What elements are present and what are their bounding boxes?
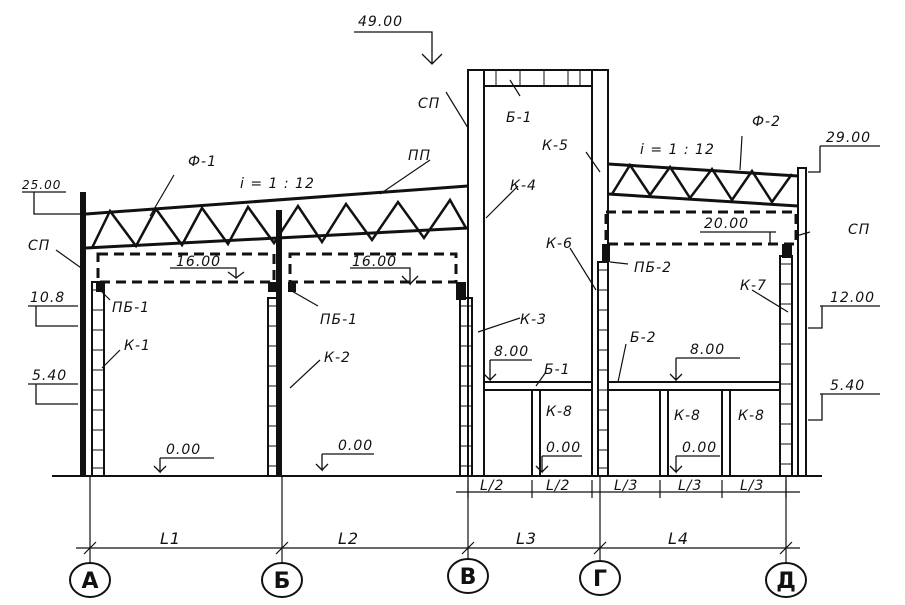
elev-beam-left-1: 16.00 bbox=[176, 254, 221, 270]
span-l3-half-a: L/2 bbox=[480, 478, 504, 494]
elev-roof-right: 29.00 bbox=[826, 130, 871, 146]
label-k7: К-7 bbox=[740, 278, 767, 294]
elev-beam-right: 20.00 bbox=[704, 216, 749, 232]
column-v bbox=[459, 69, 485, 477]
axis-label-d: Д bbox=[776, 569, 796, 594]
elev-12: 12.00 bbox=[830, 290, 875, 306]
elev-zero-4: 0.00 bbox=[682, 440, 717, 456]
crane-supports bbox=[96, 244, 792, 300]
elev-5-40-left: 5.40 bbox=[32, 368, 67, 384]
span-l1: L1 bbox=[160, 529, 181, 548]
label-k2: К-2 bbox=[324, 350, 351, 366]
label-b1-mid: Б-1 bbox=[544, 362, 571, 378]
axis-circles bbox=[69, 558, 807, 598]
label-f2: Ф-2 bbox=[752, 114, 781, 130]
crane-beams bbox=[96, 210, 798, 284]
elev-8-right: 8.00 bbox=[690, 342, 725, 358]
label-sp-right: СП bbox=[848, 222, 870, 238]
axis-label-b: Б bbox=[274, 569, 291, 594]
axis-label-g: Г bbox=[593, 567, 607, 592]
label-pb1-left: ПБ-1 bbox=[112, 300, 150, 316]
elev-roof-left: 25.00 bbox=[22, 178, 61, 192]
sub-columns-k8 bbox=[531, 389, 731, 477]
label-pb2: ПБ-2 bbox=[634, 260, 672, 276]
span-l3-half-b: L/2 bbox=[546, 478, 570, 494]
leaders bbox=[55, 79, 811, 389]
label-b2: Б-2 bbox=[630, 330, 657, 346]
label-pb1-right: ПБ-1 bbox=[320, 312, 358, 328]
label-k5: К-5 bbox=[542, 138, 569, 154]
span-l4-third-a: L/3 bbox=[614, 478, 638, 494]
column-d bbox=[779, 167, 807, 477]
label-f1: Ф-1 bbox=[188, 154, 217, 170]
column-a bbox=[80, 192, 105, 477]
column-g bbox=[591, 69, 609, 477]
truss-f2 bbox=[607, 162, 799, 208]
floor-slab bbox=[483, 381, 781, 391]
label-slope-right: i = 1 : 12 bbox=[640, 142, 715, 158]
label-k8-c: К-8 bbox=[738, 408, 765, 424]
label-pp: ПП bbox=[408, 148, 431, 164]
elevation-marks bbox=[22, 31, 880, 474]
span-l4-third-c: L/3 bbox=[740, 478, 764, 494]
elev-beam-left-2: 16.00 bbox=[352, 254, 397, 270]
elev-zero-3: 0.00 bbox=[546, 440, 581, 456]
top-beam-b1 bbox=[483, 69, 593, 87]
elev-5-40-right: 5.40 bbox=[830, 378, 865, 394]
label-k1: К-1 bbox=[124, 338, 151, 354]
label-b1-top: Б-1 bbox=[506, 110, 533, 126]
column-lattice bbox=[92, 263, 792, 469]
label-sp-left: СП bbox=[28, 238, 50, 254]
label-k8-a: К-8 bbox=[546, 404, 573, 420]
span-l2: L2 bbox=[338, 529, 359, 548]
elev-top: 49.00 bbox=[358, 14, 403, 30]
label-slope-left: i = 1 : 12 bbox=[240, 176, 315, 192]
label-k3: К-3 bbox=[520, 312, 547, 328]
label-k6: К-6 bbox=[546, 236, 573, 252]
elev-zero-2: 0.00 bbox=[338, 438, 373, 454]
dimension-lines bbox=[76, 476, 800, 562]
label-k8-b: К-8 bbox=[674, 408, 701, 424]
span-l4-third-b: L/3 bbox=[678, 478, 702, 494]
elev-8-left: 8.00 bbox=[494, 344, 529, 360]
elev-10-8: 10.8 bbox=[30, 290, 65, 306]
span-l4: L4 bbox=[668, 529, 689, 548]
truss-f1 bbox=[85, 184, 469, 250]
label-sp-top: СП bbox=[418, 96, 440, 112]
elev-zero-1: 0.00 bbox=[166, 442, 201, 458]
axis-label-a: А bbox=[81, 569, 98, 594]
label-k4: К-4 bbox=[510, 178, 537, 194]
column-b bbox=[267, 210, 282, 477]
span-l3: L3 bbox=[516, 529, 537, 548]
axis-label-v: В bbox=[460, 565, 477, 590]
